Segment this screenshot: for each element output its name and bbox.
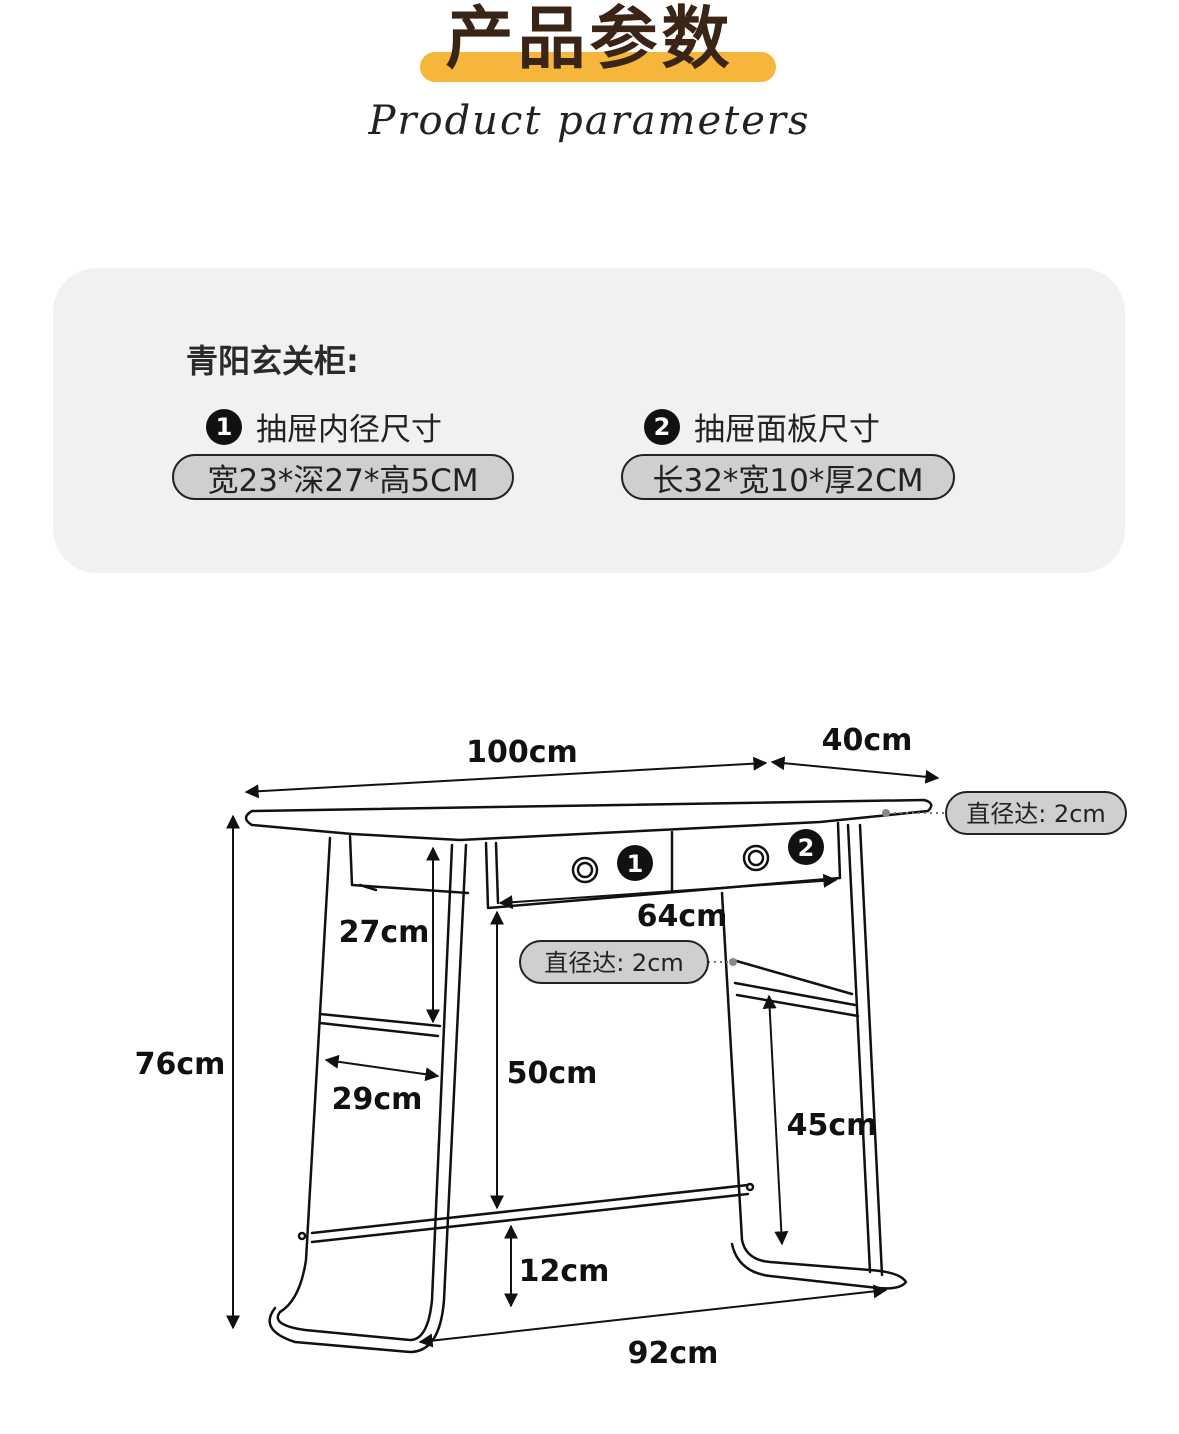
drawer-badge-2 xyxy=(788,829,824,865)
page-title: 产品参数 xyxy=(445,0,734,79)
dim-label-height: 76cm xyxy=(135,1047,226,1082)
number-badge: 1 xyxy=(206,408,242,445)
dim-line-base xyxy=(418,1284,888,1348)
right-front-leg xyxy=(846,823,872,1274)
callout-leg: 直径达: 2cm xyxy=(544,949,684,977)
callout-pill-leg xyxy=(519,940,709,984)
page-subtitle: Product parameters xyxy=(368,98,811,144)
spec-label: 抽屉面板尺寸 xyxy=(694,412,880,448)
dim-label-width: 100cm xyxy=(466,735,578,770)
dim-line-depth xyxy=(770,756,940,784)
svg-text:2: 2 xyxy=(798,834,815,862)
drawer-knob-2 xyxy=(742,844,770,872)
callout-pill-top xyxy=(945,791,1127,835)
spec-label: 抽屉内径尺寸 xyxy=(256,412,442,448)
product-name: 青阳玄关柜: xyxy=(186,342,359,380)
spec-value-pill-2: 长32*宽10*厚2CM xyxy=(621,454,955,500)
dim-label-side-depth: 27cm xyxy=(339,915,430,950)
lower-crossbar xyxy=(310,1183,750,1235)
dim-label-right-lower: 45cm xyxy=(787,1108,878,1143)
drawer-knob-1 xyxy=(571,856,599,884)
title-highlight-bar xyxy=(420,52,776,82)
spec-heading-1: 1 抽屉内径尺寸 xyxy=(206,404,442,449)
callout-top-edge: 直径达: 2cm xyxy=(966,800,1106,828)
dim-label-foot: 12cm xyxy=(519,1254,610,1289)
dim-line-drawer xyxy=(498,873,838,910)
dim-line-width xyxy=(244,756,768,799)
dim-line-rail xyxy=(324,1054,440,1082)
spec-value-pill-1: 宽23*深27*高5CM xyxy=(172,454,514,500)
table-top xyxy=(244,798,933,842)
dim-label-drawer: 64cm xyxy=(637,899,728,934)
drawer-badge-1 xyxy=(617,845,653,881)
spec-heading-2: 2 抽屉面板尺寸 xyxy=(644,404,880,449)
dim-line-right-lower xyxy=(762,994,789,1246)
header: 产品参数 xyxy=(0,0,1179,90)
number-badge: 2 xyxy=(644,408,680,445)
dim-label-base: 92cm xyxy=(628,1336,719,1371)
svg-text:1: 1 xyxy=(627,850,644,878)
dim-label-rail: 29cm xyxy=(332,1082,423,1117)
right-back-leg xyxy=(720,891,908,1290)
dim-label-under-drawer: 50cm xyxy=(507,1056,598,1091)
left-rail xyxy=(318,1012,442,1028)
dim-label-depth: 40cm xyxy=(822,723,913,758)
